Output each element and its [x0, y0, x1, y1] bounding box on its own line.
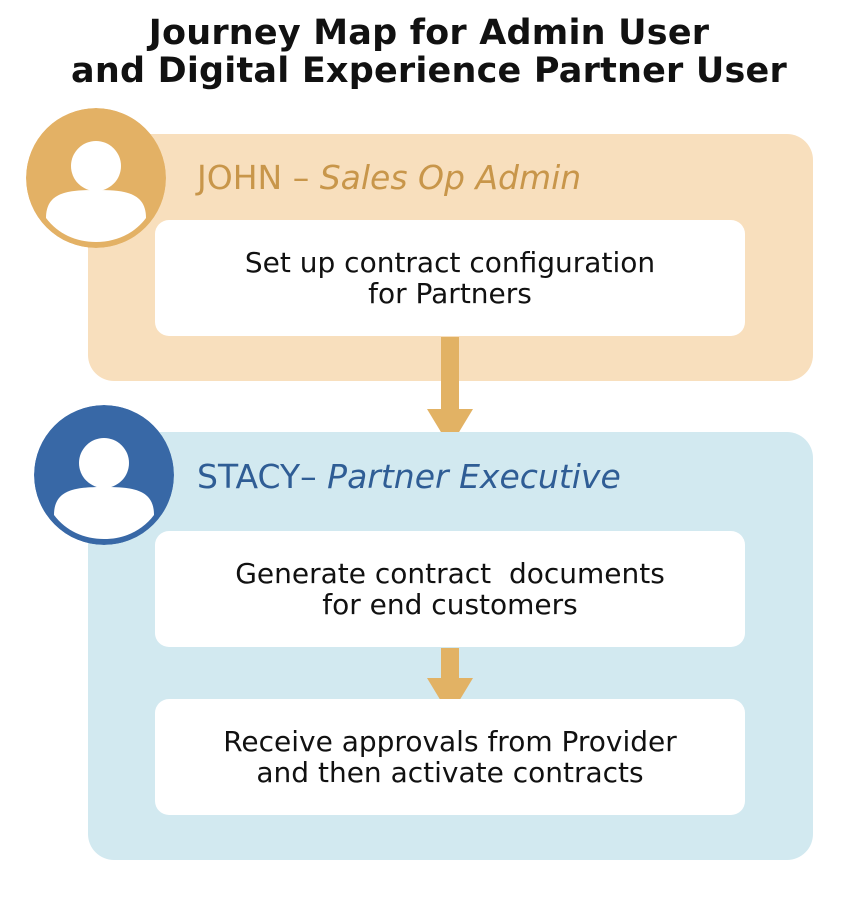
stacy-role: Partner Executive: [327, 457, 621, 496]
stacy-role-label: STACY– Partner Executive: [197, 457, 621, 497]
step-card-generate: Generate contract documents for end cust…: [155, 531, 745, 647]
step-card-setup: Set up contract configuration for Partne…: [155, 220, 745, 336]
page-title: Journey Map for Admin User and Digital E…: [0, 14, 858, 90]
john-avatar-user-icon: [26, 108, 166, 248]
arrow-down-icon: [426, 337, 474, 449]
john-name: JOHN: [197, 158, 283, 197]
title-line-2: and Digital Experience Partner User: [71, 51, 787, 91]
step-card-approve: Receive approvals from Provider and then…: [155, 699, 745, 815]
step-2-line-1: Generate contract documents: [235, 557, 665, 590]
john-role-label: JOHN – Sales Op Admin: [197, 158, 581, 198]
step-3-line-2: and then activate contracts: [256, 756, 644, 789]
john-separator: –: [282, 158, 320, 197]
stacy-separator: –: [300, 457, 328, 496]
step-2-line-2: for end customers: [322, 588, 578, 621]
stacy-avatar-user-icon: [34, 405, 174, 545]
john-role: Sales Op Admin: [319, 158, 582, 197]
stacy-name: STACY: [197, 457, 301, 496]
step-1-line-2: for Partners: [368, 277, 532, 310]
step-3-line-1: Receive approvals from Provider: [223, 725, 677, 758]
title-line-1: Journey Map for Admin User: [148, 13, 710, 53]
step-1-line-1: Set up contract configuration: [244, 246, 656, 279]
arrow-down-icon: [426, 648, 474, 718]
